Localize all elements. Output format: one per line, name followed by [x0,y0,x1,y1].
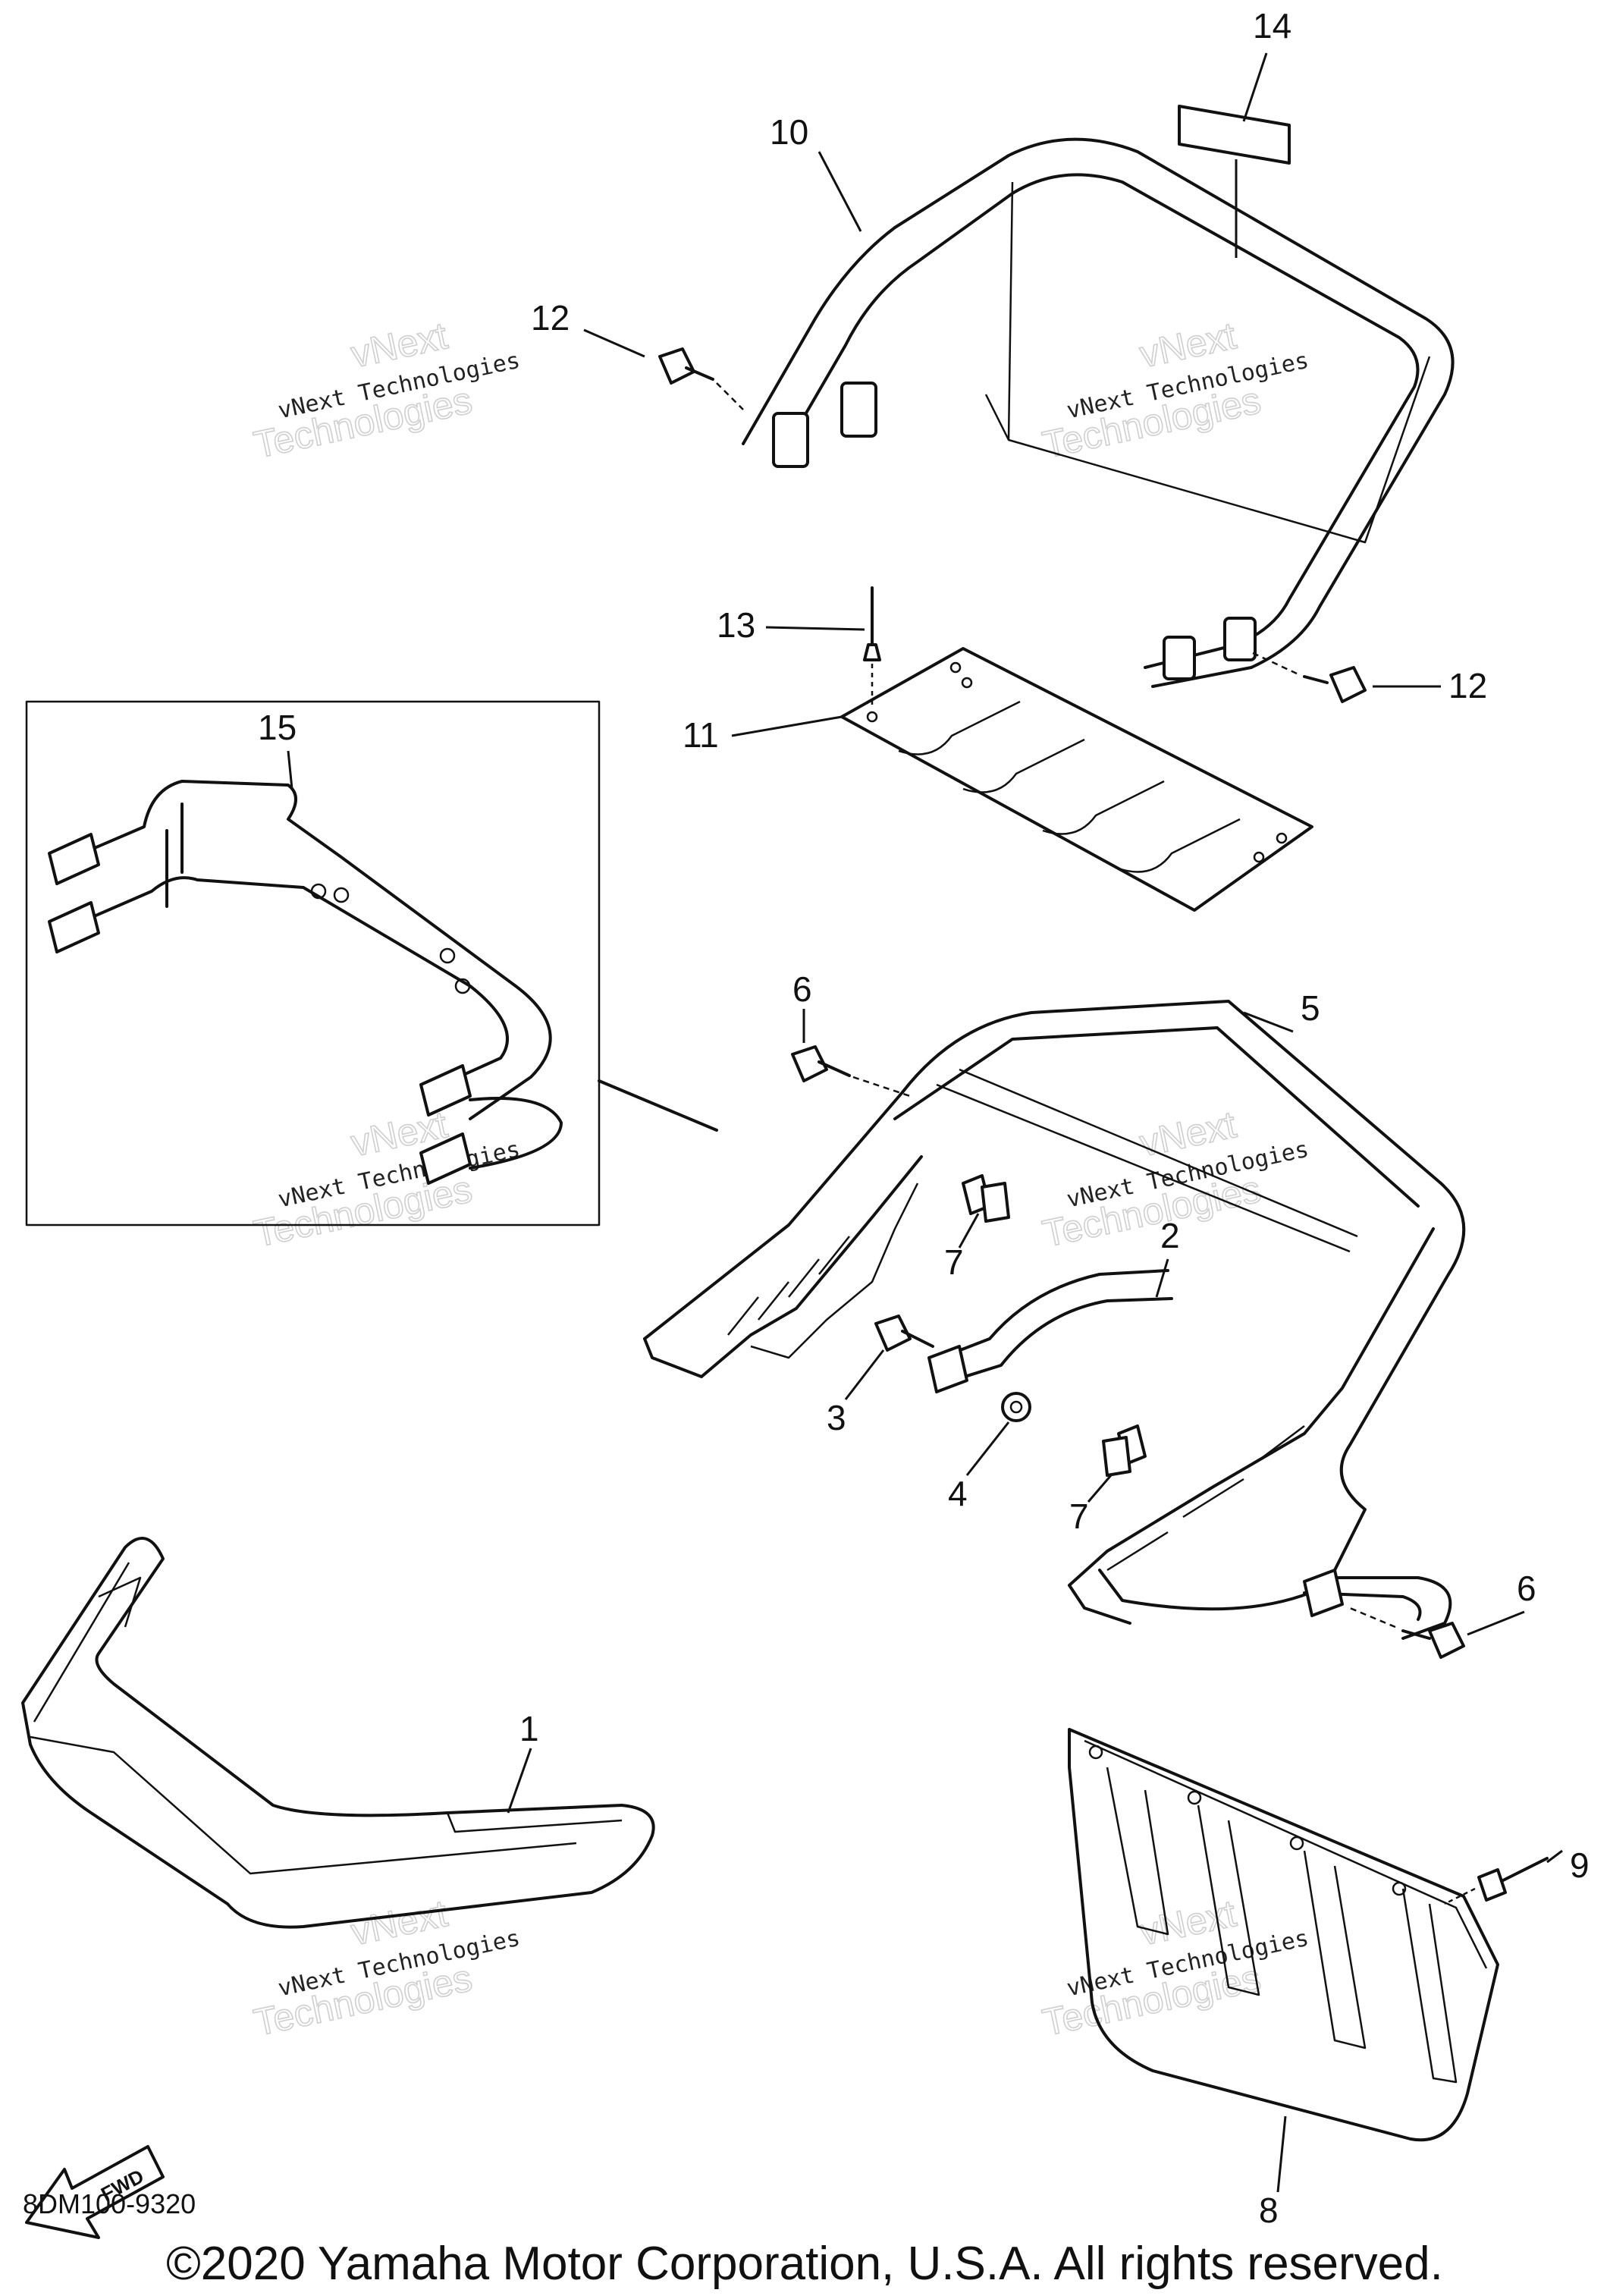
callout-15: 15 [258,708,297,747]
callout-12: 12 [1448,666,1487,705]
mount-bracket [840,382,877,438]
watermark: vNext vNext Technologies Technologies [250,1102,523,1255]
part-2-guard [927,1269,1452,1640]
part-3-bolt [874,1314,934,1352]
part-7-clip [981,1182,1010,1223]
callout-10: 10 [770,112,808,152]
leader-lines [287,52,1563,2193]
part-10-rack-frame [742,137,1455,688]
part-7-clip [1102,1436,1131,1477]
callout-1: 1 [519,1709,539,1748]
callout-2: 2 [1160,1216,1180,1255]
inset-frame [25,700,601,1227]
part-8-mudflap [1068,1728,1499,2142]
part-4-nut [1001,1392,1031,1422]
part-1-bumper [21,1537,655,1929]
callout-6: 6 [1517,1569,1536,1608]
fwd-arrow-icon: FWD [25,2145,165,2239]
callout-6: 6 [792,969,812,1009]
callout-7: 7 [944,1242,964,1282]
part-6-bolt [791,1045,911,1098]
mount-bracket [1163,636,1196,680]
mount-bracket [772,412,809,468]
callout-7: 7 [1069,1497,1089,1536]
watermark: vNext vNext Technologies Technologies [1038,313,1311,466]
part-11-plate [840,647,1313,912]
watermark: vNext vNext Technologies Technologies [1038,1891,1311,2044]
callout-12: 12 [531,298,570,338]
part-15-inset [25,700,718,1227]
part-12-bolt [658,347,744,410]
callout-4: 4 [948,1474,968,1513]
callout-9: 9 [1570,1845,1590,1885]
mount-bracket [1223,617,1257,661]
part-14-label [1178,105,1291,165]
watermark: vNext vNext Technologies Technologies [250,313,523,466]
watermark: vNext vNext Technologies Technologies [250,1891,523,2044]
watermark-group: vNext vNext Technologies Technologies vN… [250,313,1311,2044]
part-9-rivet [1444,1857,1549,1905]
callout-5: 5 [1301,988,1320,1028]
part-12-bolt [1251,651,1367,703]
callout-13: 13 [717,605,755,645]
copyright-notice: ©2020 Yamaha Motor Corporation, U.S.A. A… [166,2238,1443,2290]
diagram-code: 8DM100-9320 [23,2188,196,2219]
callout-11: 11 [683,715,719,755]
part-6-bolt [1349,1607,1465,1659]
part-5-carrier [643,1000,1466,1625]
callout-14: 14 [1253,6,1291,46]
callouts: 14 10 12 12 13 11 15 6 5 7 2 3 4 7 6 1 9… [258,6,1590,2230]
part-13-rivet [863,586,881,709]
callout-8: 8 [1259,2191,1279,2230]
callout-3: 3 [827,1398,846,1437]
